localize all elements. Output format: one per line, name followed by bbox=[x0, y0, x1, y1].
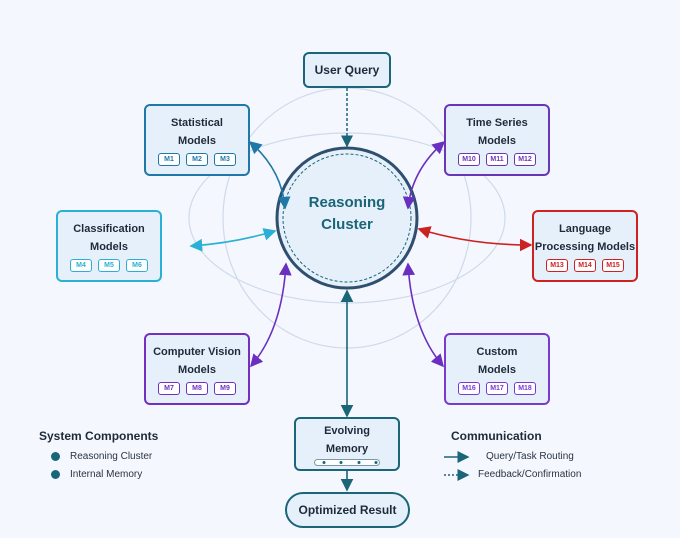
module-title: Computer Vision bbox=[153, 346, 241, 358]
legend-components-title: System Components bbox=[39, 429, 159, 443]
module-title: Custom bbox=[476, 346, 518, 358]
legend-item-routing: Query/Task Routing bbox=[486, 451, 574, 462]
module-computer-vision[interactable]: Computer Vision Models M7 M8 M9 bbox=[144, 333, 250, 405]
module-subtitle: Models bbox=[478, 364, 516, 376]
user-query-node[interactable]: User Query bbox=[303, 52, 391, 88]
time-series-connection bbox=[402, 140, 446, 210]
module-subtitle: Models bbox=[90, 241, 128, 253]
optimized-result-label: Optimized Result bbox=[298, 503, 397, 517]
user-query-label: User Query bbox=[314, 63, 380, 77]
model-chip[interactable]: M8 bbox=[186, 382, 208, 395]
model-chip[interactable]: M2 bbox=[186, 153, 208, 166]
model-chip[interactable]: M18 bbox=[514, 382, 536, 395]
reasoning-cluster-label: Reasoning Cluster bbox=[277, 192, 417, 236]
module-title: Time Series bbox=[466, 117, 528, 129]
module-subtitle: Models bbox=[478, 135, 516, 147]
module-title: Classification bbox=[73, 223, 145, 235]
module-subtitle: Processing Models bbox=[534, 241, 636, 253]
model-chip[interactable]: M5 bbox=[98, 259, 120, 272]
memory-track-icon bbox=[314, 459, 380, 466]
module-classification[interactable]: Classification Models M4 M5 M6 bbox=[56, 210, 162, 282]
reasoning-cluster-circle[interactable] bbox=[275, 146, 419, 290]
computer-vision-connection bbox=[249, 262, 292, 368]
custom-connection bbox=[402, 262, 445, 368]
module-time-series[interactable]: Time Series Models M10 M11 M12 bbox=[444, 104, 550, 176]
module-subtitle: Models bbox=[178, 364, 216, 376]
legend-label: Reasoning Cluster bbox=[70, 451, 153, 462]
model-chip[interactable]: M3 bbox=[214, 153, 236, 166]
legend-label: Internal Memory bbox=[70, 469, 143, 480]
model-chip[interactable]: M13 bbox=[546, 259, 568, 272]
module-statistical[interactable]: Statistical Models M1 M2 M3 bbox=[144, 104, 250, 176]
reasoning-cluster-inner-ring bbox=[282, 153, 412, 283]
memory-title: Evolving bbox=[324, 425, 370, 437]
module-title: Language bbox=[559, 223, 611, 235]
legend-item-feedback: Feedback/Confirmation bbox=[478, 469, 581, 480]
reasoning-cluster-line2: Cluster bbox=[321, 216, 373, 233]
legend-communication-title: Communication bbox=[451, 429, 542, 443]
model-chip[interactable]: M17 bbox=[486, 382, 508, 395]
model-chip[interactable]: M4 bbox=[70, 259, 92, 272]
model-chip[interactable]: M6 bbox=[126, 259, 148, 272]
model-chip[interactable]: M7 bbox=[158, 382, 180, 395]
model-chip[interactable]: M1 bbox=[158, 153, 180, 166]
module-custom[interactable]: Custom Models M16 M17 M18 bbox=[444, 333, 550, 405]
model-chip[interactable]: M11 bbox=[486, 153, 508, 166]
language-connection bbox=[417, 226, 533, 252]
memory-subtitle: Memory bbox=[325, 443, 369, 455]
model-chip[interactable]: M16 bbox=[458, 382, 480, 395]
classification-connection bbox=[189, 228, 277, 252]
legend-item-internal-memory: Internal Memory bbox=[51, 469, 142, 480]
model-chip[interactable]: M15 bbox=[602, 259, 624, 272]
reasoning-cluster-line1: Reasoning bbox=[308, 194, 386, 211]
model-chip[interactable]: M12 bbox=[514, 153, 536, 166]
evolving-memory-node[interactable]: Evolving Memory bbox=[294, 417, 400, 471]
teal-dot-icon bbox=[51, 452, 60, 461]
model-chip[interactable]: M14 bbox=[574, 259, 596, 272]
module-subtitle: Models bbox=[178, 135, 216, 147]
legend-item-reasoning-cluster: Reasoning Cluster bbox=[51, 451, 152, 462]
module-title: Statistical bbox=[171, 117, 223, 129]
model-chip[interactable]: M10 bbox=[458, 153, 480, 166]
teal-dot-icon bbox=[51, 470, 60, 479]
optimized-result-node[interactable]: Optimized Result bbox=[285, 492, 410, 528]
statistical-connection bbox=[248, 140, 291, 210]
model-chip[interactable]: M9 bbox=[214, 382, 236, 395]
legend-label: Feedback/Confirmation bbox=[478, 469, 582, 480]
module-language[interactable]: Language Processing Models M13 M14 M15 bbox=[532, 210, 638, 282]
legend-label: Query/Task Routing bbox=[486, 451, 574, 462]
